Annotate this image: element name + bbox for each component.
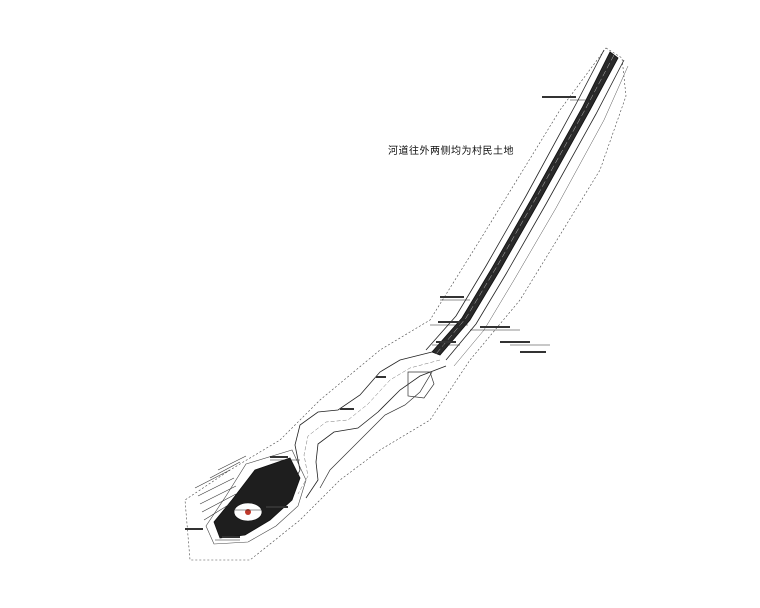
building-outline bbox=[407, 371, 435, 399]
river-edge-left bbox=[425, 49, 605, 351]
road-lower-edge bbox=[305, 365, 447, 499]
pond-dark bbox=[213, 457, 301, 539]
terraced-fields bbox=[194, 455, 247, 521]
site-boundary bbox=[184, 47, 627, 561]
river-centerline bbox=[435, 54, 615, 355]
drawing-note: 河道往外两侧均为村民土地 bbox=[388, 146, 514, 157]
river-edge-outer-right bbox=[453, 65, 629, 367]
island-marker bbox=[245, 509, 251, 515]
road-inner-line bbox=[297, 359, 441, 495]
annotation-ticks bbox=[185, 96, 576, 538]
secondary-channel bbox=[319, 371, 433, 489]
road-upper-edge bbox=[289, 351, 433, 491]
annotation-leaders bbox=[215, 99, 590, 541]
pond-shore bbox=[205, 449, 307, 545]
river-channel bbox=[431, 51, 619, 356]
